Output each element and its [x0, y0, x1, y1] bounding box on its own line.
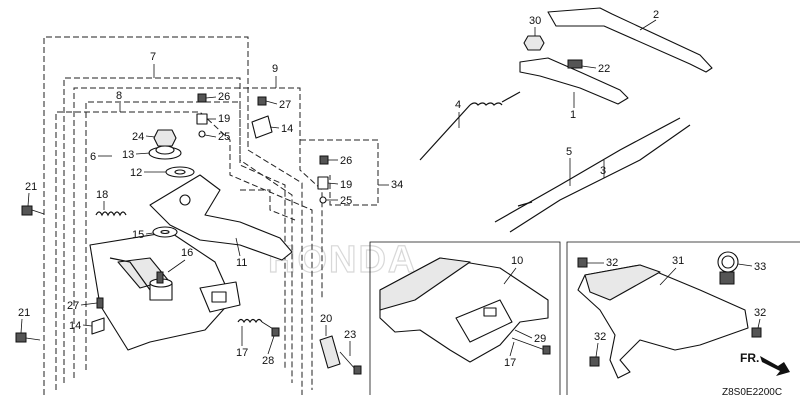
callout-28: 28: [262, 355, 274, 367]
nut: [523, 35, 545, 51]
callout-26: 26: [218, 91, 230, 103]
callout-1: 1: [570, 109, 576, 121]
governor-arm-assembly: [15, 93, 362, 375]
callout-25: 25: [340, 195, 352, 207]
lock-nut: [153, 129, 177, 147]
callout-25: 25: [218, 131, 230, 143]
flange-bolt: [21, 205, 45, 216]
flange-bolt: [15, 332, 41, 343]
spring: [95, 211, 127, 217]
callout-7: 7: [150, 51, 156, 63]
callout-17: 17: [504, 357, 516, 369]
callouts: 30 2 22 1 4 5 3 7 8 9 6 26 19 25 27 14 2…: [18, 9, 766, 369]
callout-24: 24: [132, 131, 144, 143]
callout-17: 17: [236, 347, 248, 359]
callout-4: 4: [455, 99, 461, 111]
callout-32: 32: [594, 331, 606, 343]
guard-box: [566, 241, 800, 395]
callout-32: 32: [606, 257, 618, 269]
choke-rod: [494, 117, 681, 223]
callout-19: 19: [340, 179, 352, 191]
callout-34: 34: [391, 179, 403, 191]
callout-26: 26: [340, 155, 352, 167]
callout-27: 27: [279, 99, 291, 111]
callout-22: 22: [598, 63, 610, 75]
callout-14: 14: [281, 123, 293, 135]
callout-11: 11: [236, 257, 247, 269]
svg-text:FR.: FR.: [740, 351, 759, 365]
callout-6: 6: [90, 151, 96, 163]
control-rod: [509, 124, 691, 233]
assembly-outlines: [43, 36, 379, 395]
callout-27: 27: [67, 300, 79, 312]
callout-31: 31: [672, 255, 684, 267]
callout-20: 20: [320, 313, 332, 325]
callout-5: 5: [566, 146, 572, 158]
callout-21: 21: [18, 307, 30, 319]
callout-8: 8: [116, 90, 122, 102]
choke-lever-group: [419, 7, 713, 233]
callout-9: 9: [272, 63, 278, 75]
callout-32: 32: [754, 307, 766, 319]
callout-30: 30: [529, 15, 541, 27]
callout-3: 3: [600, 165, 606, 177]
callout-29: 29: [534, 333, 546, 345]
callout-33: 33: [754, 261, 766, 273]
callout-18: 18: [96, 189, 108, 201]
collar: [319, 335, 341, 369]
diagram-code: Z8S0E2200C: [722, 387, 782, 398]
spring: [237, 318, 263, 324]
callout-10: 10: [511, 255, 523, 267]
callout-23: 23: [344, 329, 356, 341]
watermark: HONDA: [268, 239, 417, 281]
cover-box: [369, 241, 561, 395]
callout-13: 13: [122, 149, 134, 161]
spring: [469, 102, 503, 106]
front-direction-indicator: FR.: [740, 351, 790, 376]
callout-15: 15: [132, 229, 144, 241]
callout-16: 16: [181, 247, 193, 259]
callout-21: 21: [25, 181, 37, 193]
callout-2: 2: [653, 9, 659, 21]
callout-14: 14: [69, 320, 81, 332]
lever-arm: [547, 7, 713, 73]
callout-19: 19: [218, 113, 230, 125]
callout-12: 12: [130, 167, 142, 179]
